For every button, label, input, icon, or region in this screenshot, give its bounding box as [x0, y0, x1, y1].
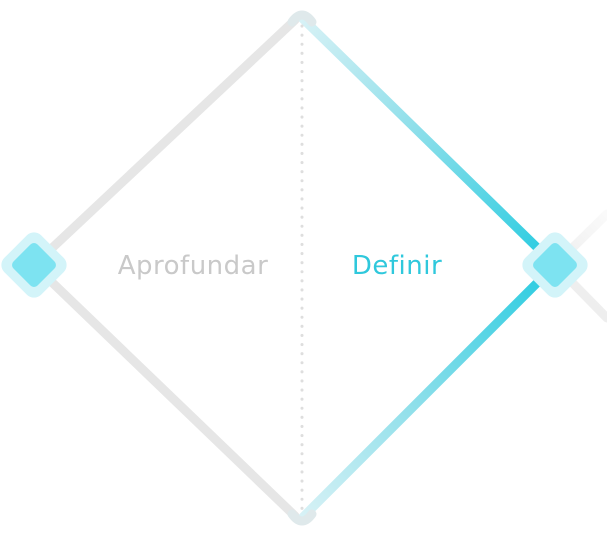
start-node-core [12, 243, 56, 287]
aprofundar-half [29, 15, 300, 521]
definir-edge-lower [295, 260, 560, 525]
bottom-vertex [287, 509, 317, 526]
definir-half [295, 11, 560, 525]
phase-label-definir: Definir [352, 251, 442, 281]
phase-label-aprofundar: Aprofundar [118, 251, 269, 281]
aprofundar-edge-lower [29, 260, 300, 521]
end-node-core [533, 243, 577, 287]
end-node[interactable] [518, 228, 592, 302]
start-node[interactable] [0, 228, 71, 302]
definir-edge-upper [295, 11, 560, 270]
aprofundar-edge-upper [29, 15, 300, 270]
top-vertex [287, 10, 317, 27]
